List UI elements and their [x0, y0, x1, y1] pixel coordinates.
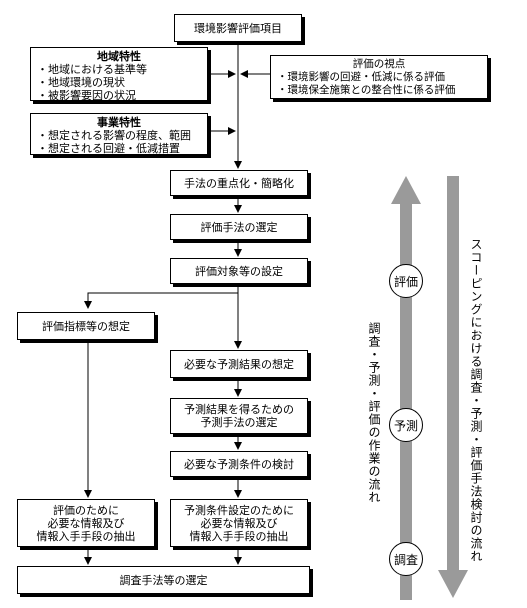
- required-prediction-result-label: 必要な予測結果の想定: [184, 357, 294, 371]
- viewpoint-line-1: ・環境影響の回避・低減に係る評価: [277, 71, 445, 83]
- eval-indicator-box: 評価指標等の想定: [17, 312, 155, 340]
- survey-method-label: 調査手法等の選定: [119, 573, 208, 587]
- prediction-info-line-3: 情報入手手段の抽出: [189, 529, 289, 543]
- method-focus-box: 手法の重点化・簡略化: [170, 170, 308, 196]
- select-eval-method-label: 評価手法の選定: [200, 220, 278, 234]
- env-impact-items-label: 環境影響評価項目: [194, 21, 282, 35]
- prediction-info-line-2: 必要な情報及び: [200, 516, 278, 530]
- scoping-flow-caption: スコーピングにおける調査・予測・評価手法検討の流れ: [469, 238, 483, 563]
- regional-title: 地域特性: [97, 50, 141, 63]
- eval-target-setting-label: 評価対象等の設定: [195, 264, 283, 278]
- circle-evaluation: 評価: [389, 264, 423, 298]
- regional-line-2: ・地域環境の現状: [37, 76, 125, 89]
- eval-info-extraction-box: 評価のために 必要な情報及び 情報入手手段の抽出: [17, 499, 155, 547]
- required-prediction-result-box: 必要な予測結果の想定: [170, 350, 308, 378]
- viewpoint-title: 評価の視点: [352, 58, 406, 70]
- eval-info-line-1: 評価のために: [53, 503, 119, 517]
- project-line-1: ・想定される影響の程度、範囲: [37, 129, 191, 142]
- regional-line-3: ・被影響要因の状況: [37, 89, 136, 102]
- eval-info-line-3: 情報入手手段の抽出: [36, 529, 136, 543]
- prediction-condition-label: 必要な予測条件の検討: [184, 457, 294, 471]
- regional-characteristics-box: 地域特性 ・地域における基準等 ・地域環境の現状 ・被影響要因の状況: [30, 47, 208, 102]
- viewpoint-line-2: ・環境保全施策との整合性に係る評価: [277, 84, 456, 96]
- project-title: 事業特性: [97, 116, 141, 129]
- prediction-method-box: 予測結果を得るための 予測手法の選定: [170, 398, 308, 434]
- select-eval-method-box: 評価手法の選定: [170, 214, 308, 240]
- circle-prediction: 予測: [389, 408, 423, 442]
- circle-survey: 調査: [389, 542, 423, 576]
- work-flow-caption: 調査・予測・評価の作業の流れ: [367, 322, 381, 504]
- prediction-condition-box: 必要な予測条件の検討: [170, 451, 308, 477]
- prediction-info-extraction-box: 予測条件設定のために 必要な情報及び 情報入手手段の抽出: [170, 499, 308, 547]
- prediction-method-line-2: 予測手法の選定: [200, 416, 278, 429]
- survey-method-box: 調査手法等の選定: [17, 566, 310, 594]
- env-impact-items-box: 環境影響評価項目: [174, 14, 302, 42]
- regional-line-1: ・地域における基準等: [37, 63, 147, 76]
- prediction-info-line-1: 予測条件設定のために: [184, 503, 294, 517]
- method-focus-label: 手法の重点化・簡略化: [184, 176, 294, 190]
- eval-indicator-label: 評価指標等の想定: [42, 319, 130, 333]
- eval-info-line-2: 必要な情報及び: [47, 516, 125, 530]
- evaluation-viewpoint-box: 評価の視点 ・環境影響の回避・低減に係る評価 ・環境保全施策との整合性に係る評価: [270, 55, 488, 99]
- prediction-method-line-1: 予測結果を得るための: [184, 403, 294, 416]
- eval-target-setting-box: 評価対象等の設定: [170, 258, 308, 284]
- project-characteristics-box: 事業特性 ・想定される影響の程度、範囲 ・想定される回避・低減措置: [30, 113, 208, 155]
- gray-flow-arrows: [391, 176, 468, 600]
- project-line-2: ・想定される回避・低減措置: [37, 142, 180, 155]
